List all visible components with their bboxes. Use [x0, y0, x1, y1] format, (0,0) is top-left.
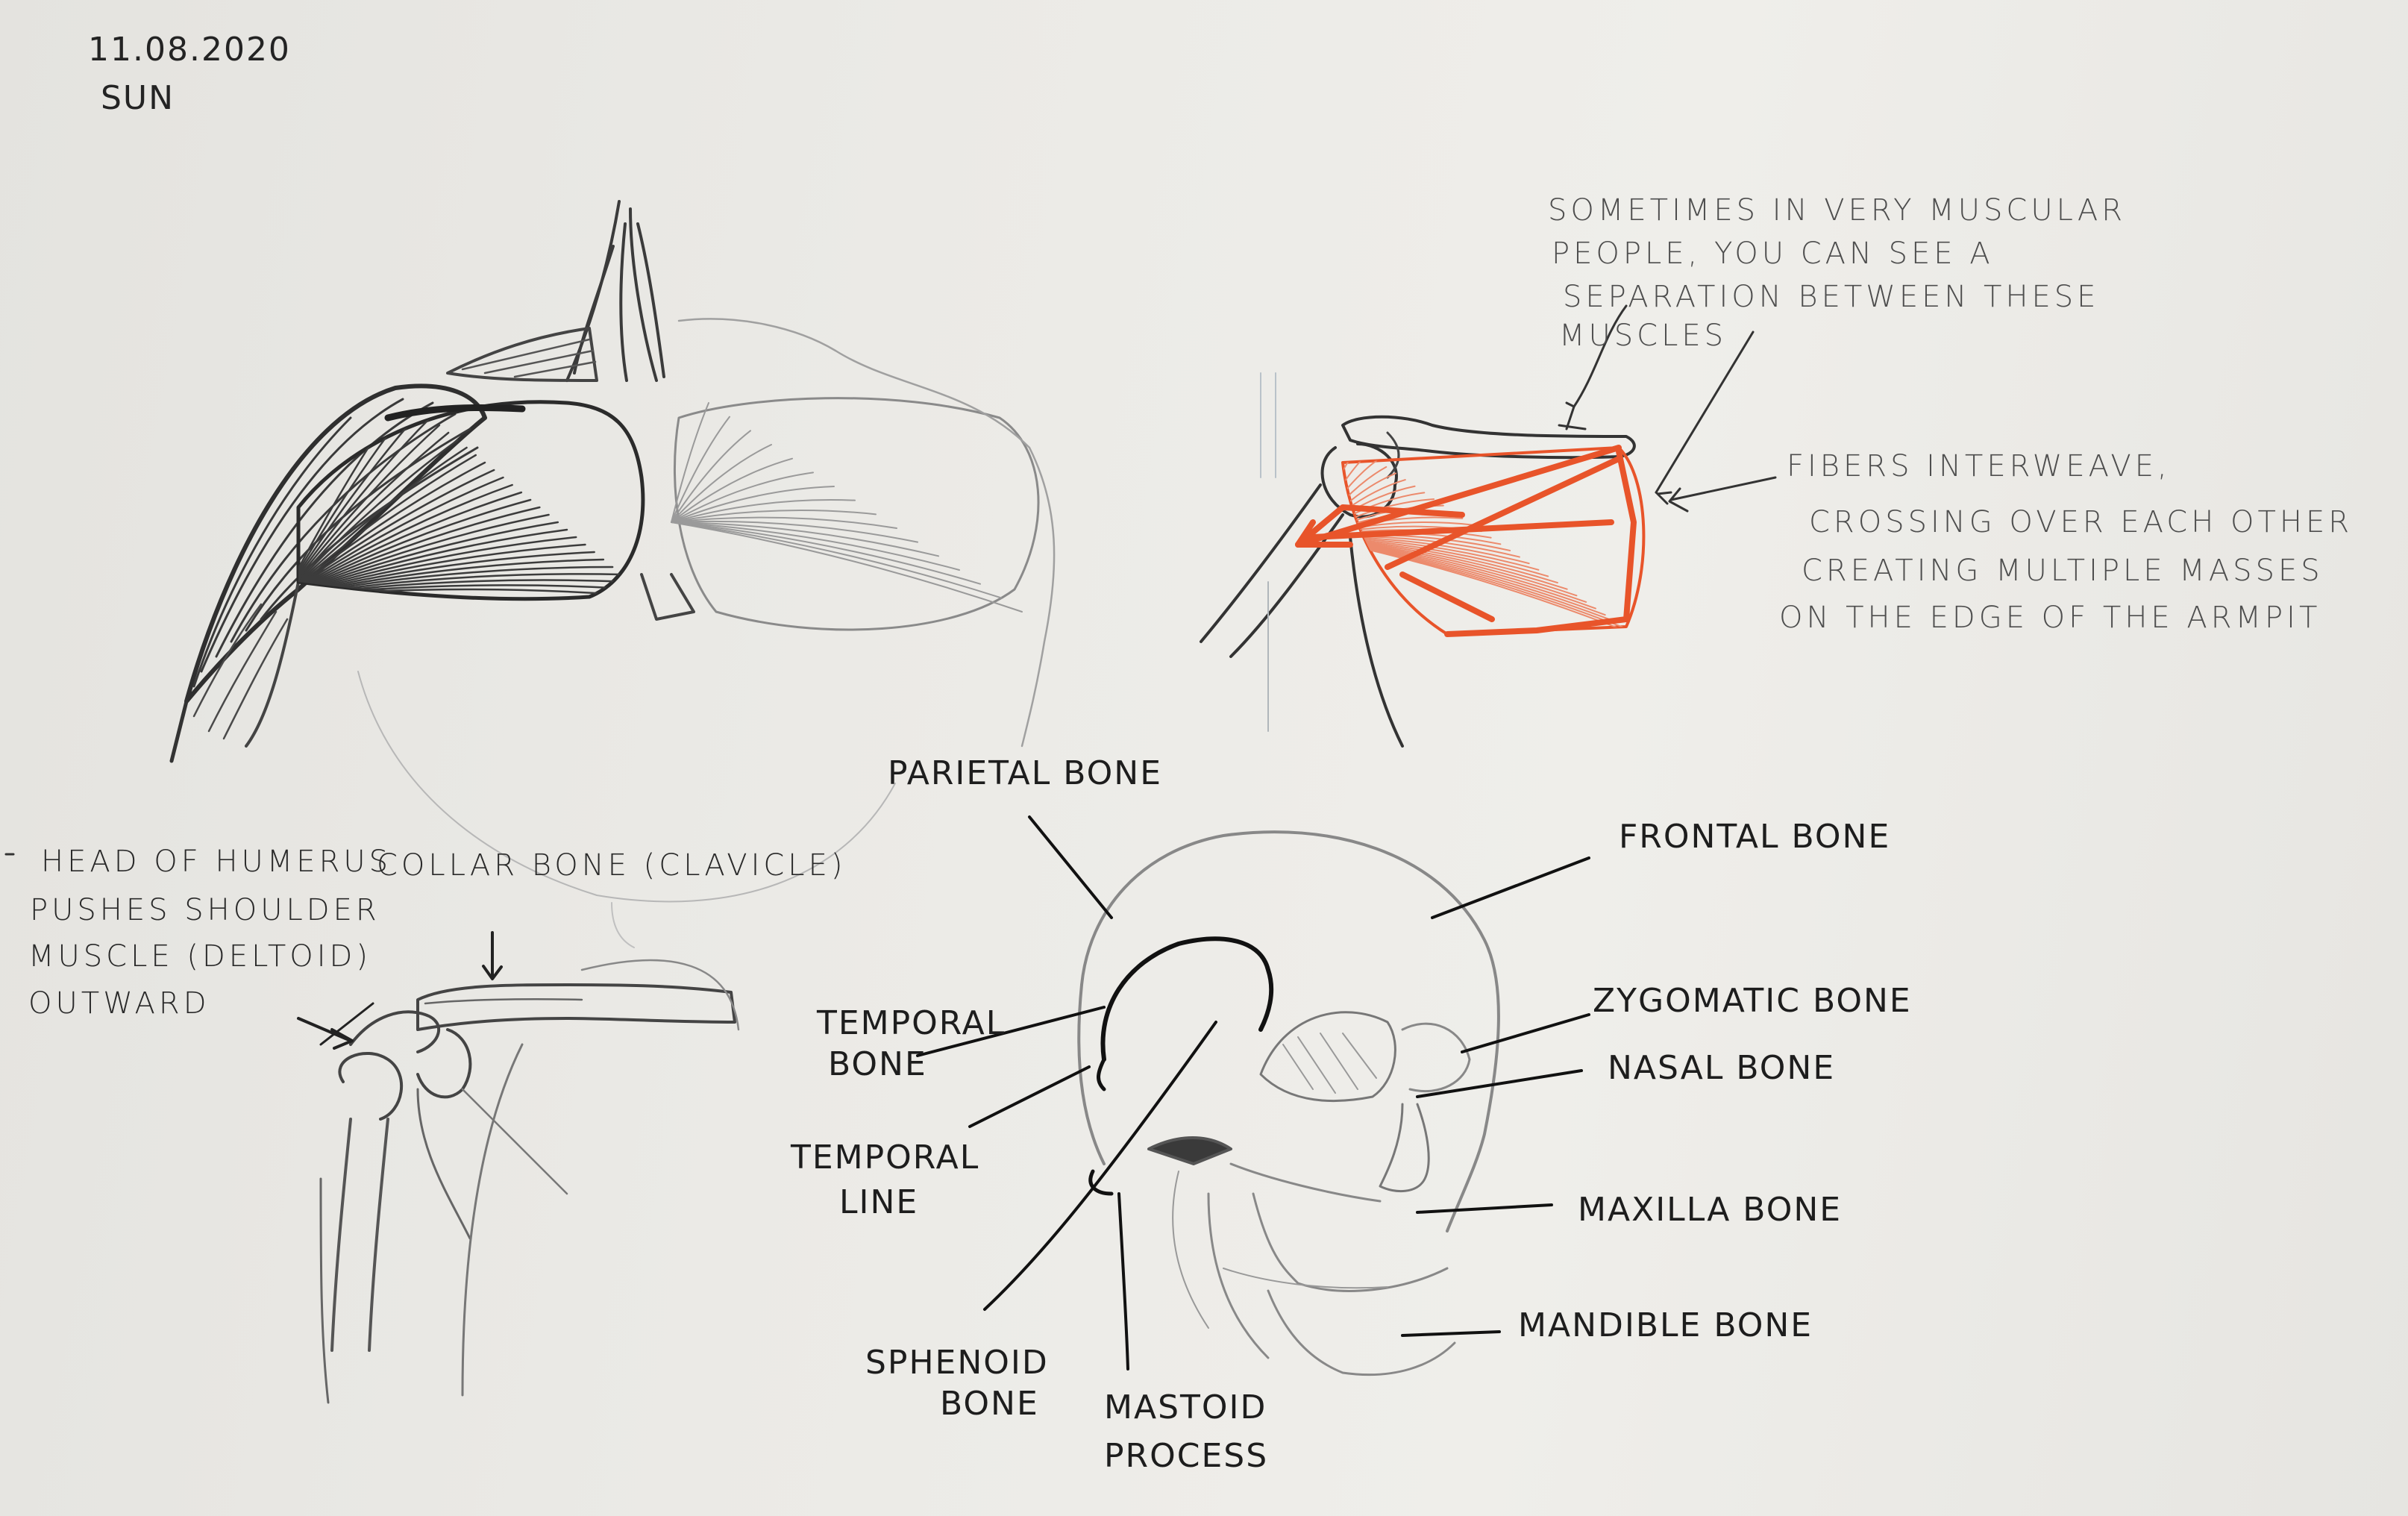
fiber-stroke [298, 439, 459, 598]
fiber-stroke [1343, 536, 1530, 565]
fiber-stroke [671, 402, 709, 523]
fiber-stroke [1343, 521, 1473, 538]
fiber-stroke [298, 461, 486, 598]
fiber-stroke [671, 521, 981, 585]
fiber-stroke [1343, 535, 1520, 558]
label-temporal-bone: TEMPORAL [817, 1004, 1006, 1042]
fiber-stroke [671, 516, 897, 529]
fiber-stroke [298, 454, 477, 598]
label-sphenoid-bone: SPHENOID [865, 1344, 1049, 1382]
label-temporal-line: LINE [839, 1183, 919, 1221]
note-line: CROSSING OVER EACH OTHER [1809, 505, 2354, 539]
fiber-stroke [1343, 472, 1397, 538]
note-line: MUSCLE (DELTOID) [28, 939, 371, 974]
fiber-stroke [298, 498, 532, 598]
note-line: ON THE EDGE OF THE ARMPIT [1779, 601, 2321, 635]
fiber-stroke [671, 430, 751, 523]
date-label: 11.08.2020 [88, 31, 291, 69]
label-maxilla-bone: MAXILLA BONE [1578, 1191, 1843, 1229]
note-line: PUSHES SHOULDER [30, 893, 380, 927]
note-line: FIBERS INTERWEAVE, [1787, 449, 2171, 483]
label-sphenoid-bone: BONE [940, 1385, 1039, 1423]
fiber-stroke [671, 509, 877, 523]
chest-muscle-sketch [169, 200, 1056, 948]
fiber-stroke [298, 506, 541, 598]
fiber-stroke [671, 457, 793, 523]
label-frontal-bone: FRONTAL BONE [1619, 818, 1891, 856]
fiber-stroke [671, 521, 939, 557]
fiber-stroke [1343, 466, 1388, 538]
note-line: HEAD OF HUMERUS [41, 845, 392, 879]
label-nasal-bone: NASAL BONE [1608, 1049, 1836, 1087]
note-line: SEPARATION BETWEEN THESE [1563, 280, 2100, 314]
fiber-stroke [671, 444, 772, 523]
fiber-stroke [298, 446, 468, 598]
fiber-stroke [298, 424, 441, 598]
label-parietal-bone: PARIETAL BONE [888, 754, 1162, 792]
label-temporal-bone: BONE [828, 1045, 927, 1083]
fiber-stroke [298, 431, 450, 598]
note-collar-bone: COLLAR BONE (CLAVICLE) [377, 848, 847, 883]
fiber-stroke [298, 513, 550, 598]
fiber-stroke [671, 521, 960, 571]
fiber-stroke [671, 521, 1023, 613]
fiber-stroke [298, 476, 504, 598]
label-mastoid-process: MASTOID [1104, 1388, 1267, 1426]
fiber-stroke [298, 491, 523, 598]
label-temporal-line: TEMPORAL [791, 1138, 980, 1177]
note-line: SOMETIMES IN VERY MUSCULAR [1548, 193, 2126, 228]
label-zygomatic-bone: ZYGOMATIC BONE [1593, 982, 1912, 1020]
fiber-stroke [671, 472, 814, 523]
fiber-stroke [298, 409, 422, 598]
skull-sketch [916, 815, 1590, 1376]
fiber-stroke [671, 521, 1002, 599]
note-line: OUTWARD [28, 986, 210, 1021]
fiber-stroke [1343, 479, 1406, 538]
fiber-stroke [298, 469, 495, 598]
label-mandible-bone: MANDIBLE BONE [1518, 1306, 1813, 1344]
fiber-stroke [671, 486, 835, 523]
note-line: MUSCLES [1559, 319, 1728, 353]
fiber-stroke [671, 520, 918, 543]
fiber-stroke [671, 416, 730, 523]
fiber-stroke [298, 416, 431, 598]
fiber-stroke [1343, 485, 1416, 538]
fiber-stroke [298, 528, 568, 598]
note-line: PEOPLE, YOU CAN SEE A [1552, 237, 1994, 271]
label-mastoid-process: PROCESS [1104, 1437, 1269, 1475]
armpit-muscle-sketch [1200, 304, 1777, 748]
day-label: SUN [101, 79, 175, 117]
note-line: CREATING MULTIPLE MASSES [1802, 554, 2324, 588]
fiber-stroke [298, 483, 513, 598]
fiber-stroke [298, 521, 559, 598]
fiber-stroke [1343, 533, 1511, 551]
shoulder-skeleton-sketch [4, 853, 740, 1404]
fiber-stroke [671, 498, 856, 523]
